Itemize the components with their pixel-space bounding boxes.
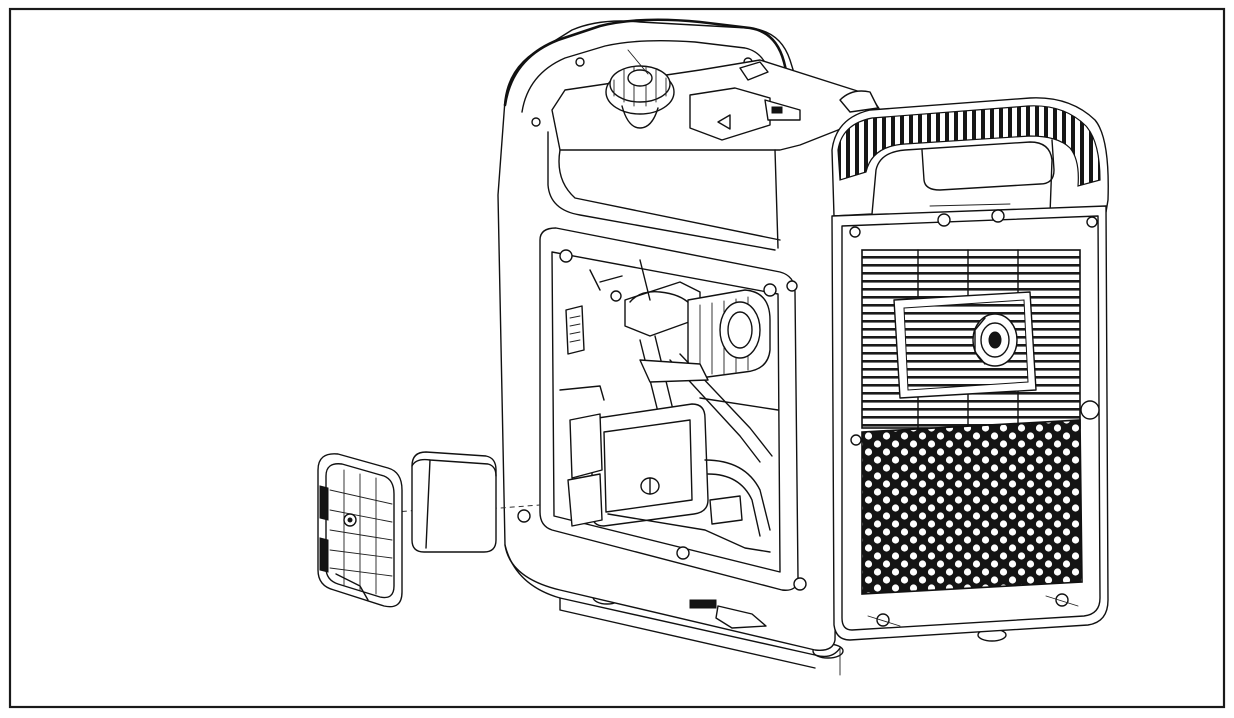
side-cover-icon bbox=[317, 453, 403, 608]
generator-icon bbox=[497, 18, 1109, 676]
foam-filter-icon bbox=[411, 451, 497, 553]
engine-internals bbox=[559, 259, 779, 553]
figure-border bbox=[8, 7, 1226, 709]
front-honeycomb-grille bbox=[861, 419, 1083, 595]
